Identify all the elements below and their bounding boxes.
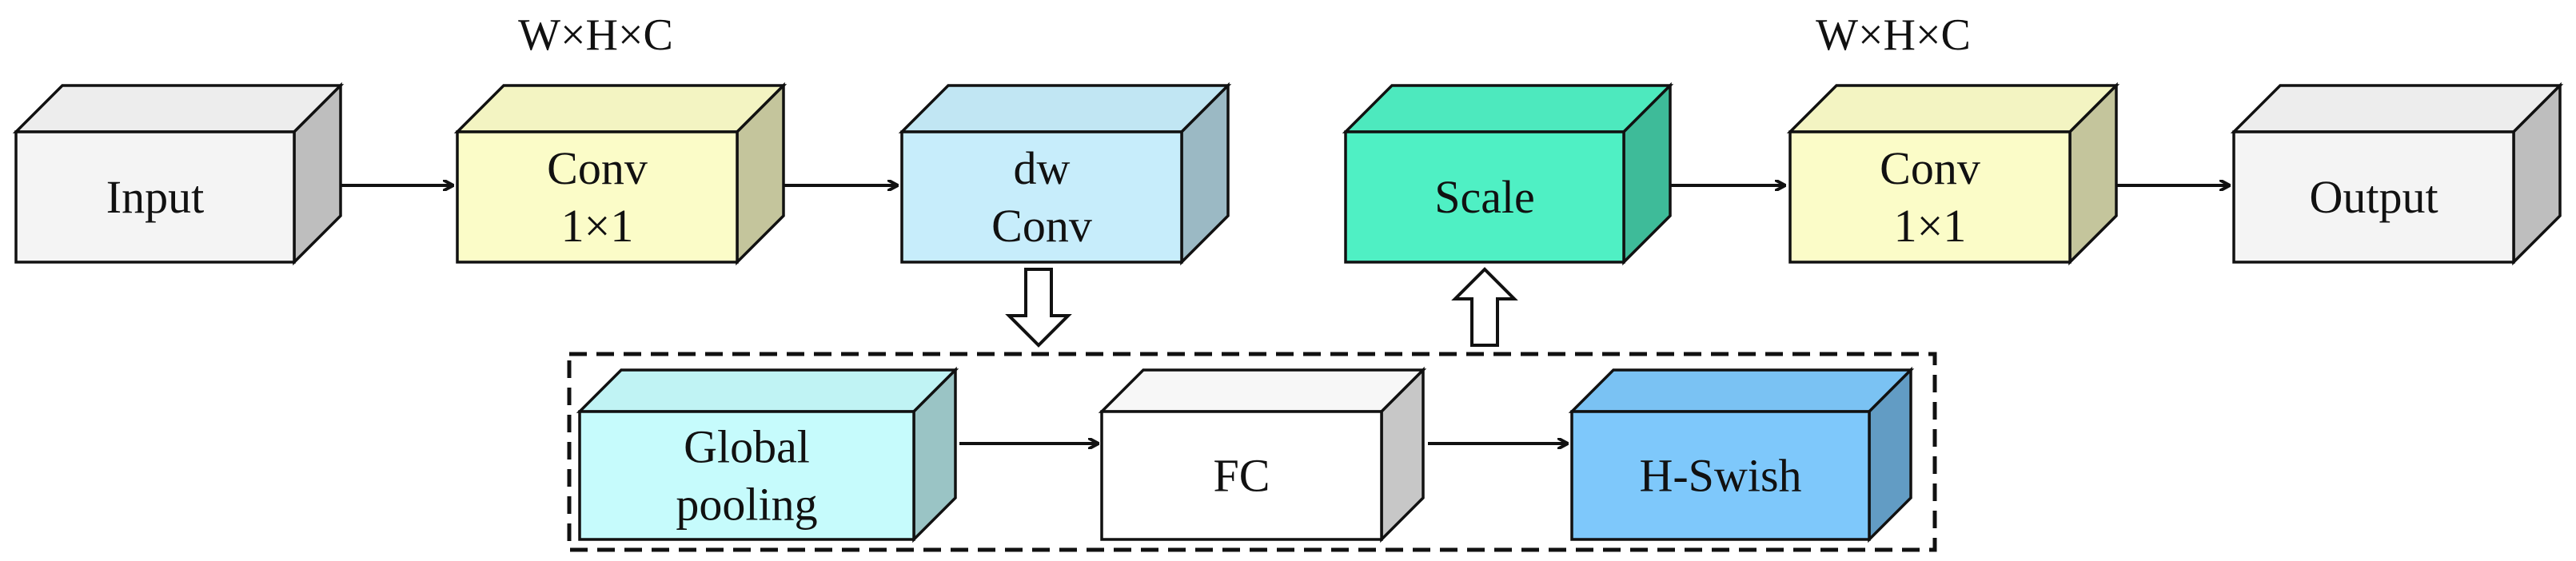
dimension-label-left: W×H×C [518, 10, 673, 60]
global-pooling-block-top-face [576, 368, 959, 413]
hollow-arrow-up-icon [1451, 267, 1518, 347]
h-swish-block-top-face [1568, 368, 1915, 413]
fc-block-top-face [1098, 368, 1427, 413]
scale-block-top-face [1342, 84, 1674, 133]
global-pooling-block: Global pooling [576, 366, 959, 543]
conv-1x1-output-block-label-line-2: 1×1 [1894, 200, 1967, 252]
conv-1x1-output-block-label-line-1: Conv [1880, 142, 1980, 194]
output-block: Output [2230, 82, 2564, 266]
global-pooling-block-front-face [578, 410, 915, 541]
output-block-top-face [2230, 84, 2564, 133]
fc-block: FC [1098, 366, 1427, 543]
output-block-front-face [2232, 130, 2515, 264]
global-pooling-block-label-line-2: pooling [676, 479, 817, 531]
h-swish-block-front-face [1570, 410, 1871, 541]
scale-block: Scale [1342, 82, 1674, 266]
conv-1x1-block: Conv 1×1 [453, 82, 788, 266]
input-block: Input [12, 82, 345, 266]
dw-conv-block-label-line-1: dw [1014, 142, 1071, 194]
scale-block-front-face [1344, 130, 1625, 264]
global-pooling-block-label-line-1: Global [684, 421, 810, 473]
fc-block-label-line-1: FC [1214, 450, 1270, 502]
scale-block-label-line-1: Scale [1434, 171, 1535, 223]
dw-conv-block-top-face [898, 84, 1232, 133]
output-block-label-line-1: Output [2309, 171, 2438, 223]
dw-conv-block-label-line-2: Conv [991, 200, 1092, 252]
dimension-label-right: W×H×C [1816, 10, 1971, 60]
dw-conv-block-front-face [900, 130, 1183, 264]
conv-1x1-output-block-front-face [1788, 130, 2072, 264]
h-swish-block: H-Swish [1568, 366, 1915, 543]
conv-1x1-output-block-top-face [1786, 84, 2120, 133]
fc-block-front-face [1100, 410, 1383, 541]
hollow-arrow-down-icon [1005, 268, 1072, 348]
conv-1x1-block-label-line-2: 1×1 [561, 200, 634, 252]
conv-1x1-output-block: Conv 1×1 [1786, 82, 2120, 266]
input-block-label-line-1: Input [106, 171, 204, 223]
se-module-container [567, 352, 1937, 552]
h-swish-block-label-line-1: H-Swish [1639, 450, 1801, 502]
conv-1x1-block-front-face [456, 130, 739, 264]
conv-1x1-block-top-face [453, 84, 788, 133]
conv-1x1-block-label-line-1: Conv [547, 142, 648, 194]
input-block-front-face [14, 130, 296, 264]
input-block-top-face [12, 84, 345, 133]
